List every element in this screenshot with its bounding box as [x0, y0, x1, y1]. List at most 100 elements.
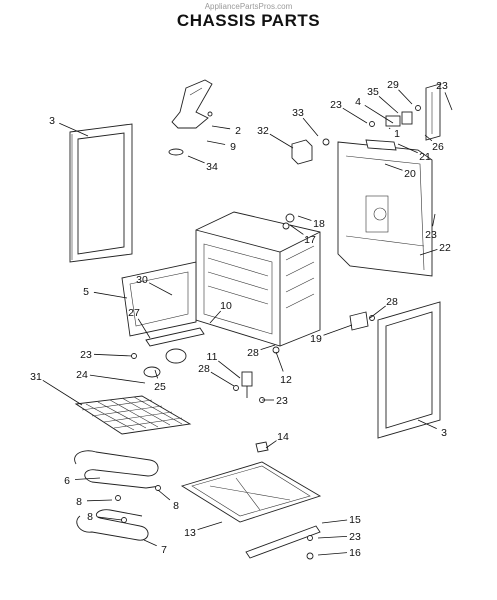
callout-label-c8c: 8 [87, 511, 93, 523]
callout-label-c27: 27 [128, 307, 140, 319]
part-hinge-receiver [272, 311, 375, 354]
callout-label-c28b: 28 [247, 347, 259, 359]
callout-label-c6: 6 [64, 475, 70, 487]
callout-leader-c12 [275, 351, 284, 372]
callout-label-c24: 24 [76, 369, 88, 381]
callout-label-c23e: 23 [276, 395, 288, 407]
callout-label-c15: 15 [349, 514, 361, 526]
callout-leader-c3b [417, 419, 437, 429]
part-control-bracket [291, 138, 330, 165]
callout-label-c21: 21 [419, 151, 431, 163]
callout-label-c29: 29 [387, 79, 399, 91]
part-drawer-bracket [245, 525, 321, 560]
part-broil-element [74, 450, 161, 501]
callout-leader-c22 [419, 249, 438, 256]
callout-label-c3a: 3 [49, 115, 55, 127]
callout-leader-c15 [321, 519, 348, 524]
callout-label-c2: 2 [235, 125, 241, 137]
callout-leader-c23b [342, 107, 368, 124]
part-door-gasket-right [377, 301, 441, 439]
callout-leader-c4 [364, 104, 394, 124]
callout-leader-c30 [148, 282, 173, 296]
callout-label-c10: 10 [220, 300, 232, 312]
callout-label-c35: 35 [367, 86, 379, 98]
callout-leader-c14 [265, 440, 277, 449]
part-door-gasket-left [69, 123, 133, 263]
callout-leader-c23c [432, 213, 436, 227]
callout-leader-c9 [206, 140, 226, 145]
callout-label-c17: 17 [304, 234, 316, 246]
callout-label-c12: 12 [280, 374, 292, 386]
callout-leader-c25 [154, 369, 158, 379]
callout-leader-c7 [143, 539, 157, 547]
callout-label-c23d: 23 [80, 349, 92, 361]
callout-leader-c33 [302, 117, 319, 137]
callout-leader-c5 [93, 291, 128, 299]
diagram-title: CHASSIS PARTS [176, 11, 321, 30]
part-clip [255, 441, 269, 453]
callout-leader-c32 [269, 133, 294, 149]
callout-label-c28a: 28 [386, 296, 398, 308]
callout-leader-c8b [157, 489, 171, 501]
part-side-strip [425, 83, 441, 141]
callout-leader-c26 [424, 134, 433, 142]
callout-leader-c6 [74, 477, 101, 480]
callout-label-c14: 14 [277, 431, 289, 443]
callout-leader-c8a [86, 499, 113, 502]
callout-leader-c31 [42, 379, 83, 406]
part-oven-cavity [195, 211, 321, 347]
callout-leader-c19 [323, 324, 353, 336]
part-terminal-block [365, 105, 421, 151]
callout-label-c5: 5 [83, 286, 89, 298]
callout-leader-c28b [260, 344, 276, 350]
callout-leader-c10 [209, 310, 221, 324]
part-top-bracket [168, 79, 213, 156]
part-bottom-pan [180, 461, 322, 523]
callout-label-c19: 19 [310, 333, 322, 345]
callout-leader-c23a [444, 92, 453, 111]
callout-leader-c24 [89, 374, 146, 384]
callout-label-c33: 33 [292, 107, 304, 119]
callout-label-c25: 25 [154, 381, 166, 393]
callout-leader-c20 [384, 163, 403, 171]
callout-label-c1: 1 [394, 128, 400, 140]
callout-leader-c11 [218, 360, 241, 379]
callout-label-c8b: 8 [173, 500, 179, 512]
callout-label-c30: 30 [136, 274, 148, 286]
part-igniter-bracket [131, 327, 205, 378]
callout-label-c8a: 8 [76, 496, 82, 508]
callout-leader-c16 [317, 552, 348, 556]
callout-label-c9: 9 [230, 141, 236, 153]
callout-leader-c18 [297, 215, 312, 221]
callout-leader-c23f [317, 536, 348, 539]
callout-leader-c8c [97, 516, 123, 521]
callout-label-c20: 20 [404, 168, 416, 180]
callout-label-c22: 22 [439, 242, 451, 254]
callout-label-c23a: 23 [436, 80, 448, 92]
callout-leader-c27 [137, 318, 151, 339]
callout-leader-c21 [397, 143, 418, 154]
callout-label-c4: 4 [355, 96, 361, 108]
watermark: AppliancePartsPros.com [204, 2, 293, 11]
part-bake-element [76, 509, 149, 541]
part-rear-panel [337, 141, 433, 277]
callout-leader-c3a [59, 122, 89, 137]
callout-label-c7: 7 [161, 544, 167, 556]
part-burner-knob [282, 213, 295, 230]
callout-leader-c13 [197, 521, 223, 530]
callout-label-c28c: 28 [198, 363, 210, 375]
part-front-frame [121, 261, 197, 337]
callout-label-c18: 18 [313, 218, 325, 230]
callout-label-c3b: 3 [441, 427, 447, 439]
callout-leader-c28a [369, 305, 386, 319]
callout-label-c31: 31 [30, 371, 42, 383]
callout-leader-c34 [187, 155, 205, 164]
callout-leader-c28c [210, 371, 235, 387]
callout-leader-c35 [378, 95, 399, 114]
callout-label-c32: 32 [257, 125, 269, 137]
callout-leader-c23d [93, 353, 133, 357]
callout-label-c23b: 23 [330, 99, 342, 111]
part-oven-rack [74, 395, 192, 435]
